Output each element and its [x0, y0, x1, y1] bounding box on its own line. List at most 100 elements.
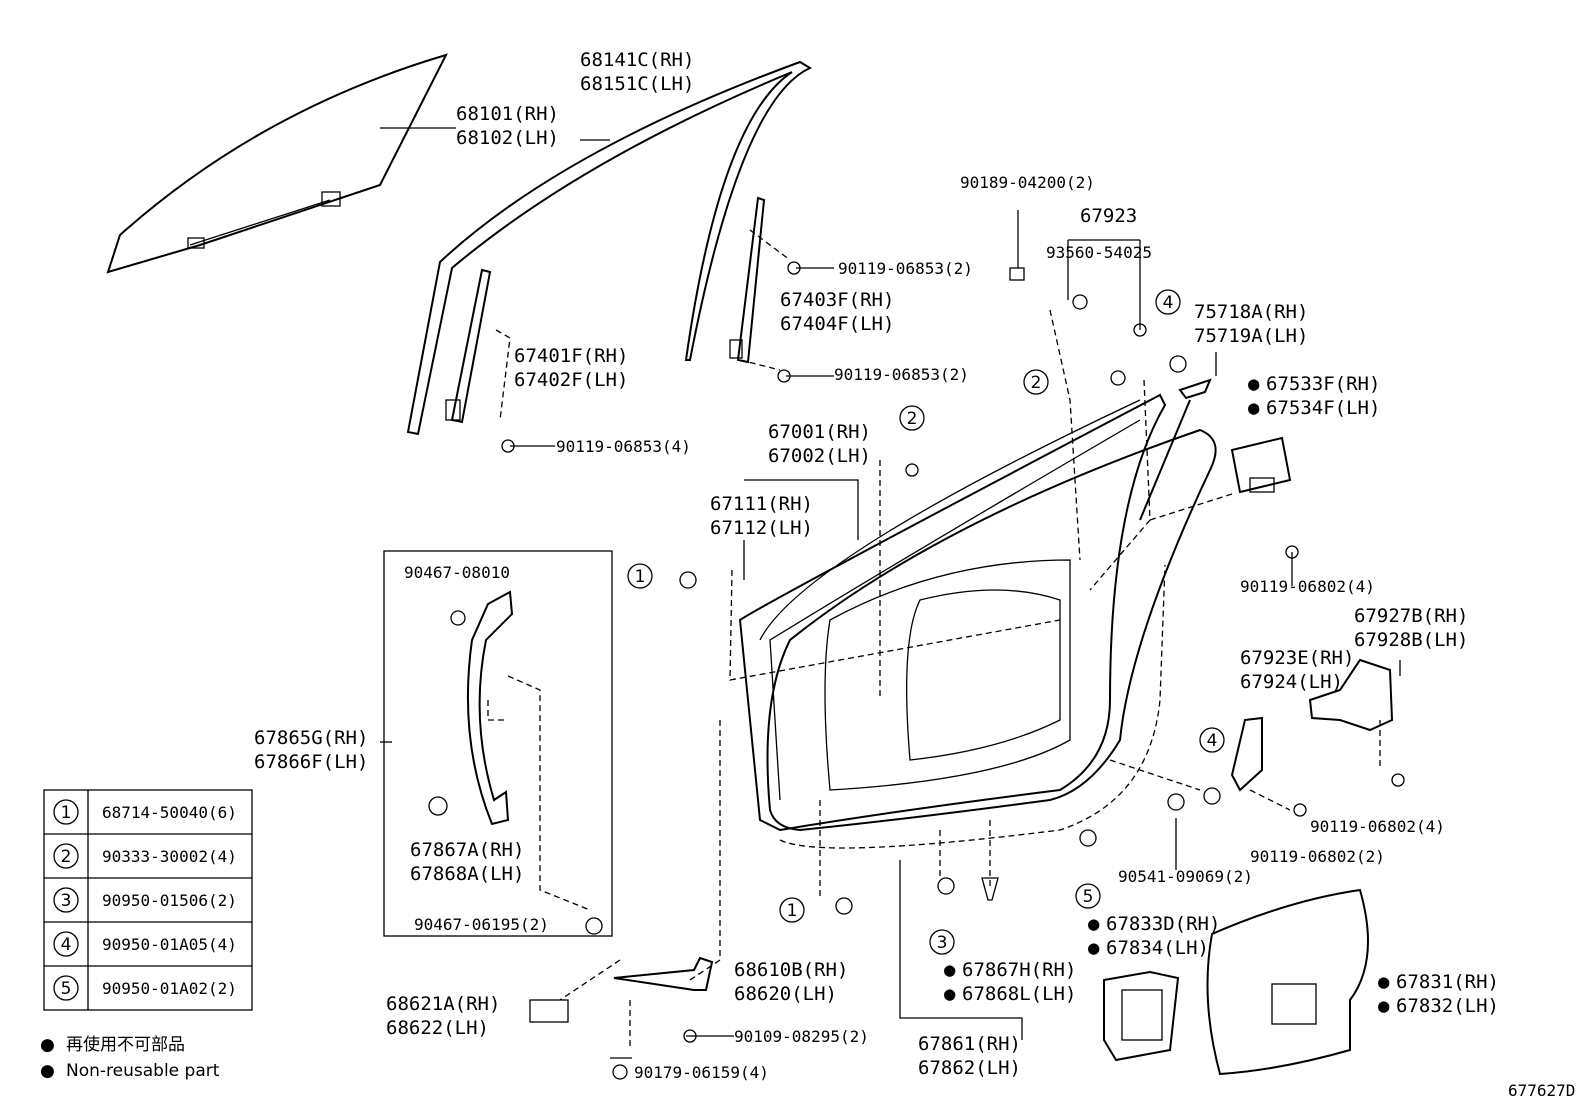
- table-ref: 3: [61, 891, 72, 911]
- label-68141c: 68141C(RH): [580, 49, 694, 71]
- label-75718a: 75718A(RH): [1194, 301, 1308, 323]
- label-67534f: 67534F(LH): [1266, 397, 1380, 419]
- label-90189: 90189-04200(2): [960, 173, 1095, 192]
- label-90119-f: 90119-06802(2): [1250, 847, 1385, 866]
- part-labels: 68101(RH) 68102(LH) 68141C(RH) 68151C(LH…: [254, 49, 1575, 1099]
- label-68620: 68620(LH): [734, 983, 837, 1005]
- label-90467-06195: 90467-06195(2): [414, 915, 549, 934]
- label-68101: 68101(RH): [456, 103, 559, 125]
- label-90541: 90541-09069(2): [1118, 867, 1253, 886]
- label-67867a: 67867A(RH): [410, 839, 524, 861]
- callout-circle: [779, 897, 805, 923]
- table-part: 90950-01A05(4): [102, 935, 237, 954]
- callout-circle: [1199, 727, 1225, 753]
- label-67533f: 67533F(RH): [1266, 373, 1380, 395]
- door-glass-drawing: [106, 53, 448, 274]
- diagram-id: 677627D: [1508, 1081, 1575, 1099]
- label-67403f: 67403F(RH): [780, 289, 894, 311]
- table-part: 90950-01506(2): [102, 891, 237, 910]
- callout-1-bottom: 1: [787, 901, 798, 921]
- label-67832: 67832(LH): [1396, 995, 1499, 1017]
- label-67861: 67861(RH): [918, 1033, 1021, 1055]
- door-check-drawing: [529, 956, 714, 1023]
- callout-circle: [929, 929, 955, 955]
- callout-2-middle: 2: [907, 409, 918, 429]
- callout-circle: [627, 563, 653, 589]
- label-67404f: 67404F(LH): [780, 313, 894, 335]
- outer-strip-drawing: [1139, 378, 1212, 521]
- label-67868l: 67868L(LH): [962, 983, 1076, 1005]
- seal-drawing: [1230, 436, 1292, 494]
- label-67927b: 67927B(RH): [1354, 605, 1468, 627]
- label-90119-d: 90119-06802(4): [1240, 577, 1375, 596]
- callout-circle: [1023, 369, 1049, 395]
- label-90179: 90179-06159(4): [634, 1063, 769, 1082]
- label-67402f: 67402F(LH): [514, 369, 628, 391]
- table-part: 90950-01A02(2): [102, 979, 237, 998]
- label-67111: 67111(RH): [710, 493, 813, 515]
- label-67868a: 67868A(LH): [410, 863, 524, 885]
- lock-bracket-drawing: [1308, 658, 1394, 732]
- label-90119-a: 90119-06853(2): [838, 259, 973, 278]
- callout-4-lower: 4: [1207, 731, 1218, 751]
- callout-4-upper: 4: [1163, 293, 1174, 313]
- label-67867h: 67867H(RH): [962, 959, 1076, 981]
- label-68151c: 68151C(LH): [580, 73, 694, 95]
- run-channel-drawing: [406, 60, 813, 436]
- label-68610b: 68610B(RH): [734, 959, 848, 981]
- table-part: 68714-50040(6): [102, 803, 237, 822]
- callout-5: 5: [1083, 887, 1094, 907]
- hole-cover-drawing: [1103, 970, 1180, 1062]
- legend-en: Non-reusable part: [66, 1061, 220, 1081]
- callout-circle: [1155, 289, 1181, 315]
- label-90467-08010: 90467-08010: [404, 563, 510, 582]
- callout-3: 3: [937, 933, 948, 953]
- callout-circle: [1075, 883, 1101, 909]
- label-67923: 67923: [1080, 205, 1137, 227]
- label-67002: 67002(LH): [768, 445, 871, 467]
- seal-lh-bullet: ●: [1248, 397, 1260, 419]
- service-cover-inner: [1271, 983, 1317, 1025]
- rear-channel-drawing: [729, 196, 766, 364]
- label-90109: 90109-08295(2): [734, 1027, 869, 1046]
- svc-rh-bullet: ●: [1378, 971, 1390, 993]
- leader-lines: [380, 127, 1401, 1059]
- legend-jp: 再使用不可部品: [66, 1034, 185, 1055]
- label-68621a: 68621A(RH): [386, 993, 500, 1015]
- inset-frame-drawing: [466, 590, 514, 826]
- label-67401f: 67401F(RH): [514, 345, 628, 367]
- table-part: 90333-30002(4): [102, 847, 237, 866]
- hole-lh-bullet: ●: [1088, 937, 1100, 959]
- svc-lh-bullet: ●: [1378, 995, 1390, 1017]
- seal-rh-bullet: ●: [1248, 373, 1260, 395]
- hinge-bracket-drawing: [1230, 716, 1263, 792]
- label-67112: 67112(LH): [710, 517, 813, 539]
- label-90119-e: 90119-06802(4): [1310, 817, 1445, 836]
- callout-2-upper: 2: [1031, 373, 1042, 393]
- hole-rh-bullet: ●: [1088, 913, 1100, 935]
- label-90119-c: 90119-06853(4): [556, 437, 691, 456]
- label-67833d: 67833D(RH): [1106, 913, 1220, 935]
- table-ref: 1: [61, 803, 72, 823]
- label-67928b: 67928B(LH): [1354, 629, 1468, 651]
- legend-bullet: ●: [40, 1035, 55, 1055]
- label-68622: 68622(LH): [386, 1017, 489, 1039]
- service-cover-drawing: [1206, 888, 1369, 1076]
- label-67862: 67862(LH): [918, 1057, 1021, 1079]
- label-67866f: 67866F(LH): [254, 751, 368, 773]
- parts-table: 1 68714-50040(6) 2 90333-30002(4) 3 9095…: [43, 789, 253, 1011]
- door-weatherstrip-drawing: [766, 428, 1217, 849]
- label-67001: 67001(RH): [768, 421, 871, 443]
- table-ref: 5: [61, 979, 72, 999]
- table-ref: 2: [61, 847, 72, 867]
- label-67865g: 67865G(RH): [254, 727, 368, 749]
- legend: ● 再使用不可部品 ● Non-reusable part: [40, 1034, 220, 1081]
- label-67834: 67834(LH): [1106, 937, 1209, 959]
- callout-circle: [899, 405, 925, 431]
- front-channel-drawing: [445, 268, 492, 424]
- door-shell-drawing: [738, 393, 1167, 832]
- parts-table-frame: [43, 789, 253, 1011]
- label-67831: 67831(RH): [1396, 971, 1499, 993]
- label-67924: 67924(LH): [1240, 671, 1343, 693]
